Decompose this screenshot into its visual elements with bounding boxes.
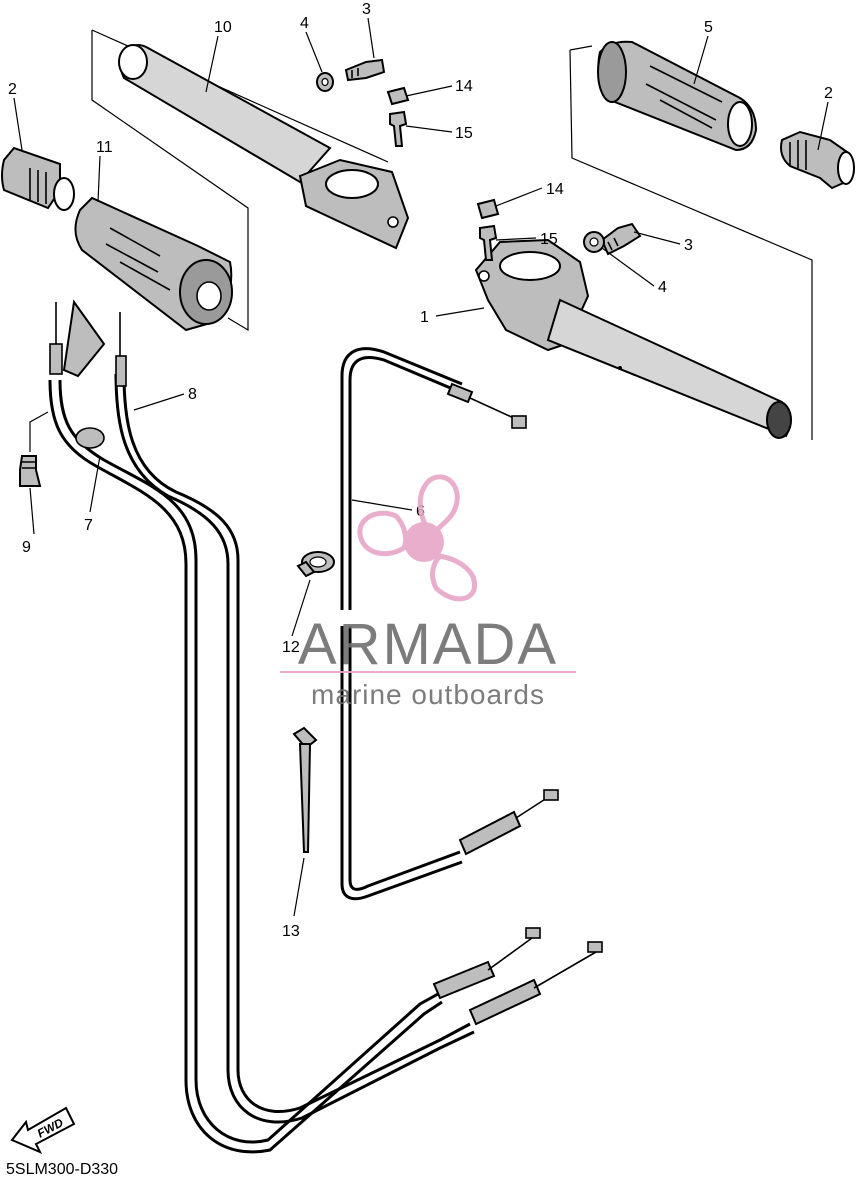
svg-text:15: 15: [455, 125, 473, 142]
svg-text:15: 15: [540, 231, 558, 248]
callout-10: 8: [133, 386, 197, 411]
right-bar-end-weight: [780, 130, 855, 190]
throttle-cable-10: [114, 312, 603, 1124]
callout-1: 1: [420, 307, 485, 326]
callout-14-left: 14: [405, 78, 473, 97]
svg-text:12: 12: [282, 639, 300, 656]
hardware-bolt-3-left: [344, 58, 386, 82]
callout-3-right: 3: [633, 231, 693, 254]
diagram-code: 5SLM300-D330: [6, 1161, 118, 1178]
hardware-bolt-3-right: [600, 222, 642, 256]
callout-9: 7: [84, 455, 101, 534]
svg-text:7: 7: [84, 517, 93, 534]
hardware-washer-4-right: [583, 231, 605, 253]
throttle-cable-9: [48, 299, 541, 1154]
callout-12: 12: [282, 579, 311, 656]
left-handlebar-tube: [119, 44, 332, 184]
brand-name: ARMADA: [298, 612, 558, 677]
callout-5: 5: [693, 19, 713, 85]
callout-4-left: 4: [300, 15, 323, 73]
hardware-bolt-11: [19, 455, 42, 487]
fwd-arrow-icon: FWD: [10, 1106, 76, 1154]
hardware-washer-4-left: [316, 72, 334, 92]
callout-13: 13: [282, 857, 305, 940]
cable-holder-12: [296, 551, 335, 578]
callout-11: 9: [22, 411, 49, 556]
left-handlebar-group: [91, 29, 410, 332]
callout-15-left: 15: [405, 125, 473, 142]
svg-text:4: 4: [658, 279, 667, 296]
hardware-bolt-15-right: [479, 224, 498, 261]
callout-2-right: 2: [817, 85, 833, 151]
callout-7: 10: [205, 19, 232, 93]
callout-4-right: 4: [601, 247, 667, 296]
svg-text:8: 8: [188, 386, 197, 403]
callout-3-left: 3: [362, 1, 375, 59]
svg-text:13: 13: [282, 923, 300, 940]
right-handlebar-group: [474, 45, 813, 440]
svg-text:1: 1: [420, 309, 429, 326]
hardware-cap-14-left: [386, 86, 410, 106]
svg-text:5: 5: [704, 19, 713, 36]
right-grip: [597, 40, 758, 152]
svg-text:14: 14: [455, 78, 473, 95]
callout-14-right: 14: [495, 181, 564, 207]
left-grip: [74, 196, 233, 332]
callout-15-right: 15: [495, 231, 558, 248]
cable-tie-13: [292, 726, 318, 853]
callout-8: 11: [96, 139, 113, 203]
armada-watermark: ARMADA marine outboards: [280, 474, 576, 710]
propeller-logo-icon: [357, 474, 478, 602]
svg-text:11: 11: [96, 139, 113, 156]
svg-text:3: 3: [684, 237, 693, 254]
left-bar-end-weight: [1, 146, 75, 211]
svg-text:4: 4: [300, 15, 309, 32]
svg-text:2: 2: [824, 85, 833, 102]
clutch-cable-6: [340, 347, 559, 901]
right-handlebar-tube: [546, 298, 791, 438]
svg-text:3: 3: [362, 1, 371, 18]
svg-text:9: 9: [22, 539, 31, 556]
hardware-bolt-15-left: [389, 110, 408, 147]
svg-text:14: 14: [546, 181, 564, 198]
callout-6: 6: [351, 499, 425, 520]
callout-2-left: 2: [8, 81, 23, 151]
svg-text:2: 2: [8, 81, 17, 98]
svg-text:10: 10: [214, 19, 232, 36]
brand-tagline: marine outboards: [311, 679, 545, 710]
hardware-cap-14-right: [476, 198, 500, 220]
